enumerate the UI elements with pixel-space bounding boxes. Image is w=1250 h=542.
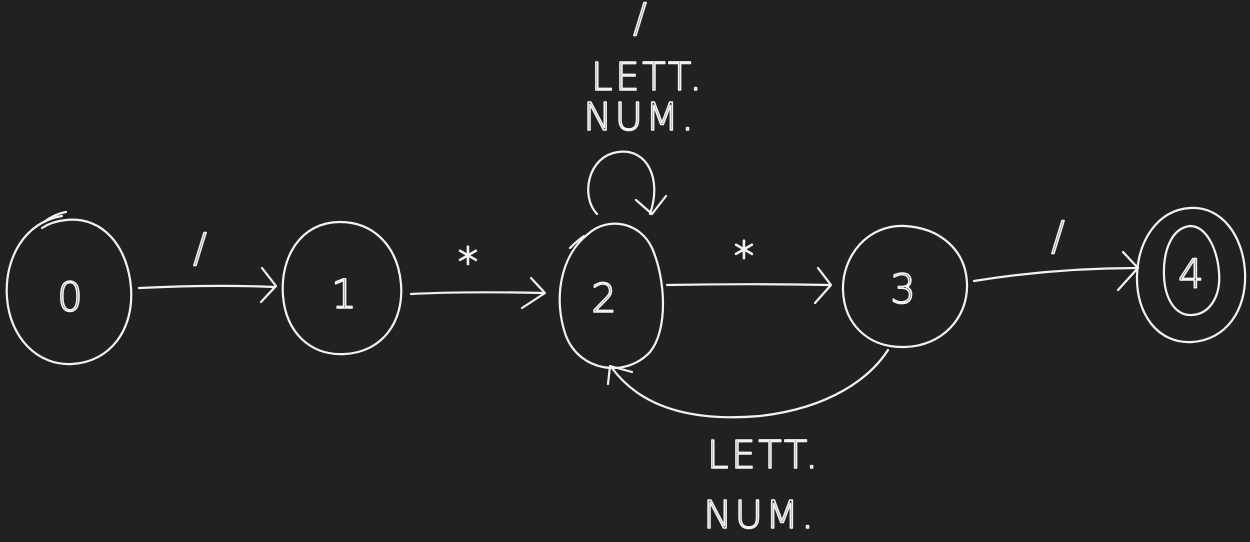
- state-4-outer-circle: [1135, 206, 1247, 344]
- transition-3-2-line: [610, 348, 890, 419]
- state-1-circle: [281, 220, 403, 356]
- state-0-circle: [5, 214, 133, 366]
- state-2-circle: [558, 222, 665, 369]
- transition-3-4-label: /: [1051, 214, 1064, 260]
- transition-0-1-arrowhead: [259, 266, 278, 304]
- state-1-label: 1: [331, 272, 356, 318]
- state-4-label: 4: [1178, 252, 1203, 298]
- transition-2-2-label-line-3: NUM.: [583, 95, 696, 139]
- transition-3-4-arrowhead: [1116, 250, 1140, 292]
- transition-2-2-label-line-2: LETT.: [591, 55, 705, 99]
- transition-1-2: *: [409, 239, 547, 310]
- transition-1-2-line: [409, 291, 546, 296]
- transition-2-2-loop: [587, 150, 656, 216]
- state-2: 2: [558, 222, 665, 369]
- transition-2-2-label-line-1: /: [633, 0, 646, 42]
- state-3: 3: [841, 224, 969, 349]
- transition-2-3-arrowhead: [813, 266, 833, 305]
- state-0-circle-tick: [42, 210, 68, 224]
- transition-0-1: /: [137, 225, 278, 304]
- transition-3-2-label-line-1: LETT.: [707, 433, 821, 477]
- transition-1-2-label: *: [458, 240, 478, 286]
- transition-2-3-label: *: [734, 234, 754, 280]
- state-2-circle-tick: [568, 234, 586, 250]
- transition-3-4-line: [972, 266, 1139, 283]
- state-3-label: 3: [890, 267, 915, 313]
- transition-0-1-label: /: [193, 226, 206, 272]
- transition-2-3: *: [665, 233, 833, 305]
- state-0-label: 0: [57, 275, 82, 321]
- state-1: 1: [281, 220, 403, 356]
- transition-3-2: LETT. NUM.: [606, 348, 890, 538]
- state-0: 0: [5, 210, 133, 366]
- transition-3-4: /: [972, 213, 1140, 292]
- transition-3-2-arrowhead: [606, 364, 634, 386]
- transition-0-1-line: [137, 284, 277, 290]
- transition-2-2-arrowhead: [634, 194, 668, 216]
- transition-1-2-arrowhead: [520, 276, 547, 310]
- state-2-label: 2: [591, 276, 616, 322]
- transition-2-2: / LETT. NUM.: [583, 0, 705, 216]
- state-4-inner-circle: [1162, 224, 1221, 317]
- transition-2-3-line: [665, 283, 832, 287]
- state-4: 4: [1135, 206, 1247, 344]
- state-3-circle: [841, 224, 969, 349]
- transition-3-2-label-line-2: NUM.: [703, 493, 816, 537]
